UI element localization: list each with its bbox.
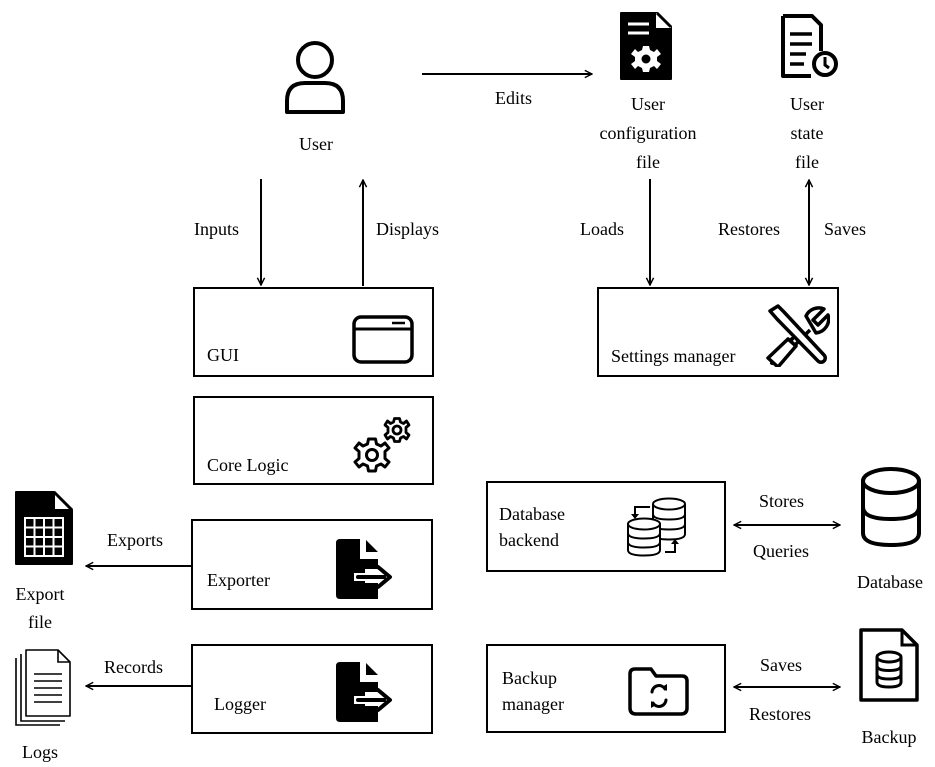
settings-manager-label: Settings manager — [611, 346, 736, 366]
backup-manager-box: Backup manager — [486, 644, 726, 733]
backup-manager-label: Backup manager — [502, 668, 564, 714]
database-sync-icon — [627, 497, 686, 557]
folder-sync-icon — [628, 667, 689, 716]
logs-label: Logs — [22, 742, 58, 762]
records-label: Records — [104, 657, 163, 677]
core-logic-label: Core Logic — [207, 455, 289, 475]
restores-label: Restores — [718, 219, 780, 239]
file-export-icon — [336, 662, 392, 722]
spreadsheet-file-icon — [15, 490, 74, 565]
database-label: Database — [857, 572, 923, 592]
loads-label: Loads — [580, 219, 624, 239]
gui-label: GUI — [207, 345, 239, 365]
file-export-icon — [336, 539, 392, 599]
tools-icon — [766, 304, 830, 367]
backup-restores-label: Restores — [749, 704, 811, 724]
backup-file-icon — [859, 628, 919, 702]
state-file-label: User state file — [790, 94, 824, 172]
displays-label: Displays — [376, 219, 439, 239]
queries-label: Queries — [753, 541, 809, 561]
gears-icon — [353, 417, 411, 473]
logger-label: Logger — [214, 694, 266, 714]
edits-label: Edits — [495, 88, 533, 108]
state-file-icon — [781, 14, 838, 78]
saves-label: Saves — [824, 219, 866, 239]
exporter-label: Exporter — [207, 570, 270, 590]
export-file-label: Export file — [15, 584, 65, 632]
database-icon — [861, 467, 921, 548]
inputs-label: Inputs — [194, 219, 239, 239]
backup-label: Backup — [861, 727, 917, 747]
exports-label: Exports — [107, 530, 163, 550]
user-label: User — [299, 134, 333, 154]
exporter-box: Exporter — [191, 519, 433, 610]
stores-label: Stores — [759, 491, 804, 511]
gui-box: GUI — [193, 287, 434, 377]
settings-manager-box: Settings manager — [597, 287, 839, 377]
user-icon — [285, 41, 345, 114]
logs-icon — [15, 649, 71, 726]
backup-saves-label: Saves — [760, 655, 802, 675]
config-file-label: User configuration file — [599, 94, 697, 172]
core-logic-box: Core Logic — [193, 396, 434, 485]
database-backend-box: Database backend — [486, 481, 726, 572]
database-backend-label: Database backend — [499, 504, 565, 550]
logger-box: Logger — [191, 644, 433, 734]
window-icon — [352, 315, 414, 364]
config-file-icon — [620, 11, 673, 80]
